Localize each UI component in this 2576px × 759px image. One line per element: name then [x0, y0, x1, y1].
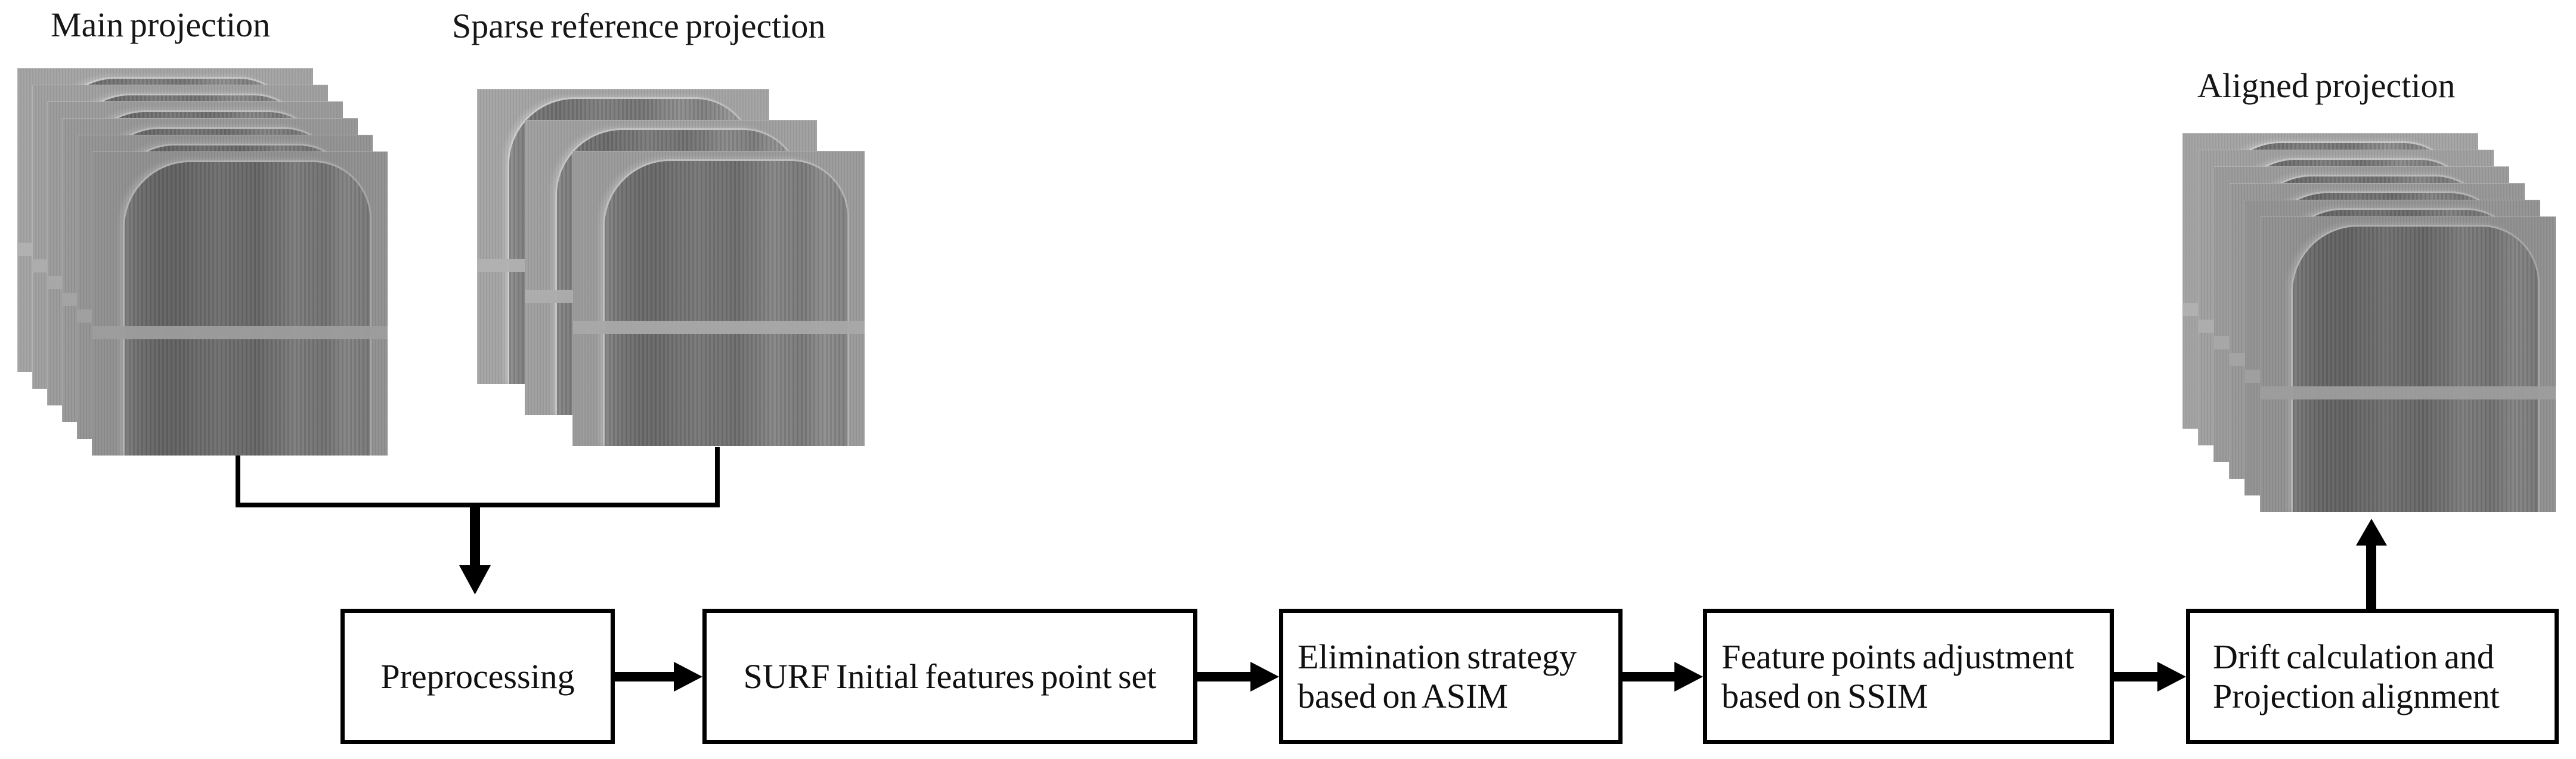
flow-box-preprocessing: Preprocessing: [340, 609, 615, 744]
flow-box-feature-points-adjustment: Feature points adjustment based on SSIM: [1703, 609, 2114, 744]
flow-box-label-line2: Projection alignment: [2213, 676, 2500, 715]
flow-box-label: Preprocessing: [380, 656, 575, 696]
sparse-reference-projection-label: Sparse reference projection: [452, 7, 826, 45]
specimen-tip-silhouette: [124, 162, 370, 456]
flow-box-label-line2: based on SSIM: [1722, 676, 1928, 715]
projection-image-layer: [2260, 216, 2556, 512]
down-arrow-shaft: [470, 507, 480, 565]
merge-bracket-left-line: [236, 456, 240, 507]
aligned-projection-label: Aligned projection: [2197, 66, 2456, 105]
flow-box-drift-calculation: Drift calculation and Projection alignme…: [2186, 609, 2559, 744]
specimen-tip-silhouette: [604, 161, 847, 446]
flow-box-label-line2: based on ASIM: [1298, 676, 1508, 715]
flow-arrow-4-head-icon: [2157, 662, 2186, 692]
specimen-tip-silhouette: [2292, 227, 2538, 512]
flow-box-label-line1: Drift calculation and: [2213, 637, 2494, 676]
sparse-reference-stack: [477, 89, 865, 473]
flow-arrow-4-shaft: [2114, 672, 2157, 681]
flow-arrow-2-shaft: [1197, 672, 1250, 681]
up-arrowhead-icon: [2356, 519, 2387, 546]
flow-arrow-1-head-icon: [674, 662, 702, 692]
flow-box-label-line1: Elimination strategy: [1298, 637, 1577, 676]
scan-band: [92, 326, 388, 340]
scan-band: [572, 320, 865, 334]
down-arrowhead-icon: [459, 565, 491, 594]
aligned-projection-stack: [2182, 133, 2556, 512]
scan-band: [2260, 386, 2556, 400]
projection-image-layer: [92, 151, 388, 456]
flow-box-label: SURF Initial features point set: [743, 656, 1157, 696]
up-arrow-shaft: [2366, 546, 2376, 609]
main-projection-stack: [17, 68, 388, 456]
flow-arrow-1-shaft: [615, 672, 674, 681]
flow-arrow-2-head-icon: [1250, 662, 1279, 692]
projection-image-layer: [572, 151, 865, 446]
flow-arrow-3-shaft: [1623, 672, 1674, 681]
merge-bracket-right-line: [715, 447, 720, 507]
flow-box-elimination-strategy: Elimination strategy based on ASIM: [1279, 609, 1623, 744]
main-projection-label: Main projection: [51, 5, 271, 44]
flow-arrow-3-head-icon: [1674, 662, 1703, 692]
merge-bracket-horizontal-line: [236, 503, 720, 507]
flow-box-label-line1: Feature points adjustment: [1722, 637, 2075, 676]
flow-box-surf-initial-features: SURF Initial features point set: [702, 609, 1197, 744]
